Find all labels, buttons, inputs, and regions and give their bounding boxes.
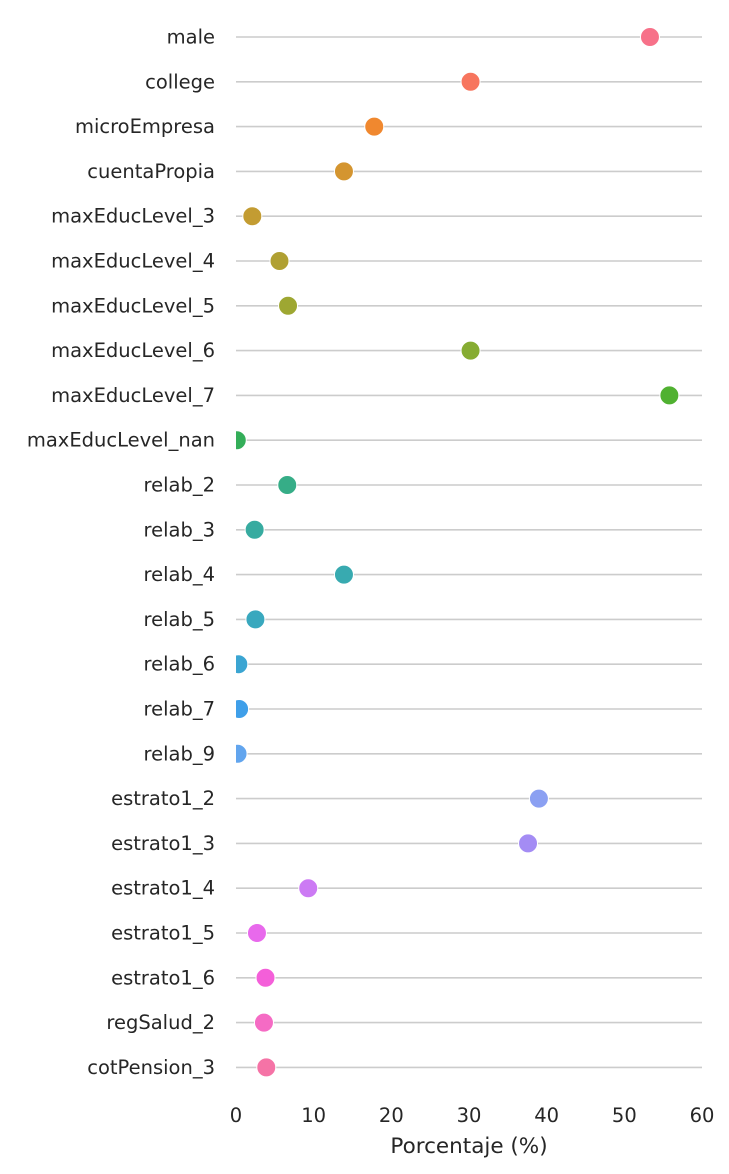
category-label-maxeduclevel-3: maxEducLevel_3 <box>51 205 215 228</box>
category-label-relab-6: relab_6 <box>144 653 216 676</box>
data-point-maxeduclevel-nan <box>236 430 247 451</box>
category-label-relab-5: relab_5 <box>144 608 216 631</box>
category-label-relab-4: relab_4 <box>144 563 216 586</box>
category-label-estrato1-4: estrato1_4 <box>111 877 215 900</box>
data-point-relab-9 <box>236 743 248 764</box>
data-point-relab-7 <box>236 699 250 719</box>
data-point-maxeduclevel-3 <box>242 206 263 227</box>
category-labels: male college microEmpresa cuentaPropia maxEd… <box>27 26 215 1079</box>
category-label-relab-7: relab_7 <box>144 698 216 721</box>
data-point-maxeduclevel-5 <box>278 295 299 316</box>
data-point-estrato1-2 <box>528 788 549 809</box>
data-point-relab-6 <box>236 654 249 675</box>
x-axis-ticks: 0 10 20 30 40 50 60 <box>230 1104 715 1127</box>
x-tick-label-0: 0 <box>230 1104 242 1127</box>
category-label-maxeduclevel-4: maxEducLevel_4 <box>51 250 215 273</box>
category-label-cotpension-3: cotPension_3 <box>87 1056 215 1079</box>
category-label-maxeduclevel-7: maxEducLevel_7 <box>51 384 215 407</box>
data-point-maxeduclevel-6 <box>460 340 481 361</box>
category-label-relab-3: relab_3 <box>144 518 216 541</box>
data-point-regsalud-2 <box>253 1012 274 1033</box>
x-tick-label-50: 50 <box>612 1104 637 1127</box>
category-label-college: college <box>145 70 215 93</box>
data-point-male <box>639 27 660 47</box>
category-label-estrato1-2: estrato1_2 <box>111 787 215 810</box>
x-tick-label-30: 30 <box>457 1104 482 1127</box>
data-point-estrato1-5 <box>246 923 267 943</box>
x-tick-label-10: 10 <box>301 1104 326 1127</box>
category-label-maxeduclevel-5: maxEducLevel_5 <box>51 294 215 317</box>
x-tick-label-20: 20 <box>379 1104 404 1127</box>
grid-lines <box>236 36 702 1069</box>
data-point-cuentapropia <box>333 161 354 182</box>
category-label-relab-2: relab_2 <box>144 474 216 497</box>
category-label-cuentapropia: cuentaPropia <box>87 160 215 183</box>
category-label-male: male <box>167 26 215 49</box>
x-axis-title: Porcentaje (%) <box>390 1134 547 1159</box>
category-label-estrato1-3: estrato1_3 <box>111 832 215 855</box>
category-label-maxeduclevel-6: maxEducLevel_6 <box>51 339 215 362</box>
data-point-relab-4 <box>333 564 354 585</box>
data-point-relab-3 <box>244 519 265 540</box>
data-points <box>236 27 680 1078</box>
data-point-maxeduclevel-4 <box>269 251 290 271</box>
category-label-estrato1-6: estrato1_6 <box>111 966 215 989</box>
data-point-relab-5 <box>245 609 266 630</box>
data-point-relab-2 <box>277 475 298 495</box>
data-point-estrato1-4 <box>298 878 319 899</box>
data-point-microempresa <box>364 116 385 137</box>
category-label-estrato1-5: estrato1_5 <box>111 922 215 945</box>
data-point-cotpension-3 <box>256 1057 277 1078</box>
category-label-relab-9: relab_9 <box>144 742 216 765</box>
data-point-estrato1-6 <box>255 967 276 988</box>
x-tick-label-60: 60 <box>690 1104 715 1127</box>
data-point-college <box>460 71 481 92</box>
data-point-maxeduclevel-7 <box>659 385 680 406</box>
data-point-estrato1-3 <box>518 833 539 854</box>
category-label-maxeduclevel-nan: maxEducLevel_nan <box>27 429 215 452</box>
category-label-regsalud-2: regSalud_2 <box>106 1011 215 1034</box>
category-label-microempresa: microEmpresa <box>75 115 215 138</box>
x-tick-label-40: 40 <box>534 1104 559 1127</box>
